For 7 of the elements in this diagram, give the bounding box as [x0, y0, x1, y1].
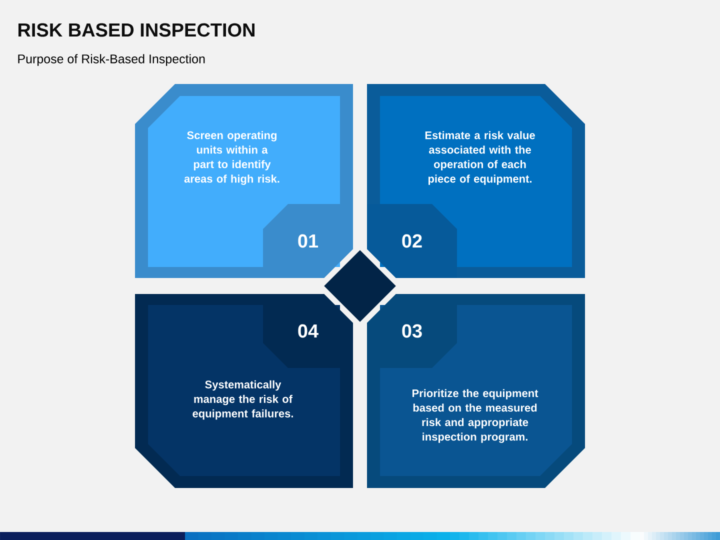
number-badge: 01	[263, 204, 353, 278]
number-badge: 04	[263, 294, 353, 368]
title: RISK BASED INSPECTION	[18, 23, 254, 37]
subtitle: Purpose of Risk-Based Inspection	[18, 54, 205, 66]
number-badge: 03	[367, 294, 457, 368]
center-diamond	[324, 250, 396, 322]
number-badge: 02	[367, 204, 457, 278]
